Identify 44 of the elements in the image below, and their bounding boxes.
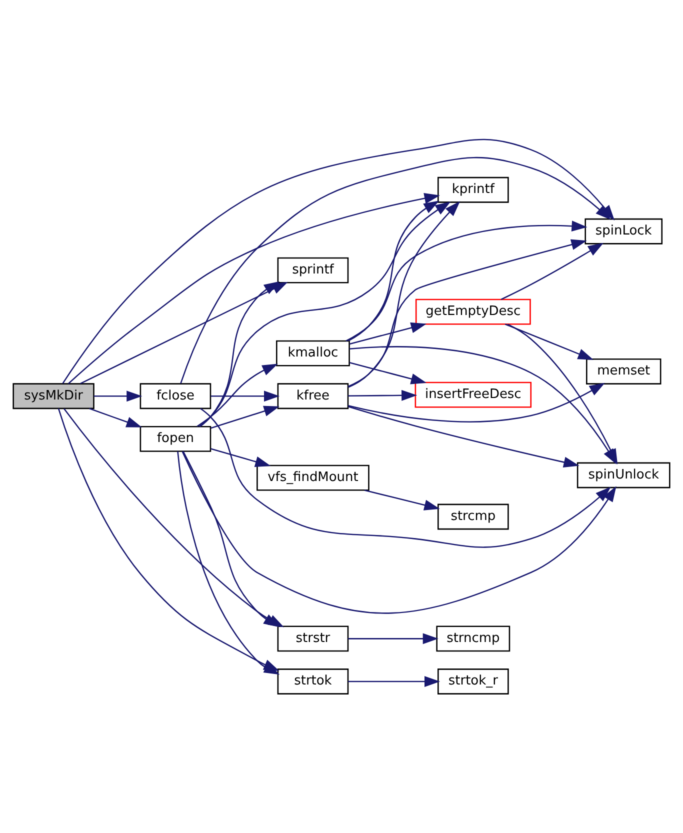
arrow: [94, 390, 142, 402]
arrow: [196, 364, 278, 427]
arrow: [200, 281, 280, 427]
arrow: [348, 676, 440, 687]
node-box: spinUnlock: [576, 462, 670, 488]
node-box: spinLock: [584, 218, 663, 244]
arrow: [500, 242, 604, 300]
arrow: [504, 324, 594, 360]
node-box: strstr: [277, 626, 349, 652]
node-box: sprintf: [277, 257, 349, 284]
node-box: memset: [586, 358, 662, 384]
node-box: sysMkDir: [12, 383, 94, 410]
node-box: strncmp: [436, 626, 510, 652]
node-box: kfree: [277, 383, 349, 410]
node-box: strtok_r: [437, 668, 509, 694]
arrow: [199, 201, 451, 427]
node-box: strcmp: [437, 504, 509, 530]
node-box: vfs_findMount: [256, 464, 370, 491]
arrow: [182, 450, 280, 628]
arrow: [348, 200, 440, 342]
arrow: [210, 390, 280, 402]
arrow: [210, 406, 280, 429]
node-box: getEmptyDesc: [415, 298, 531, 325]
arrow: [182, 451, 616, 614]
arrow: [180, 156, 611, 384]
node-box: kmalloc: [276, 340, 350, 366]
node-box: fopen: [140, 426, 212, 452]
arrow: [349, 362, 427, 384]
node-box: fclose: [140, 383, 212, 410]
arrow: [364, 490, 440, 510]
node-box: insertFreeDesc: [414, 382, 532, 408]
arrow: [210, 448, 271, 467]
arrow: [348, 633, 438, 644]
arrow: [348, 406, 580, 468]
arrow: [346, 220, 588, 342]
arrow: [89, 408, 142, 428]
arrow: [348, 201, 460, 388]
arrow: [349, 322, 427, 345]
arrow: [200, 408, 611, 548]
node-box: kprintf: [437, 176, 509, 203]
arrow: [348, 390, 418, 401]
arrow: [68, 193, 440, 384]
node-box: strtok: [277, 668, 349, 694]
arrow: [348, 239, 587, 388]
